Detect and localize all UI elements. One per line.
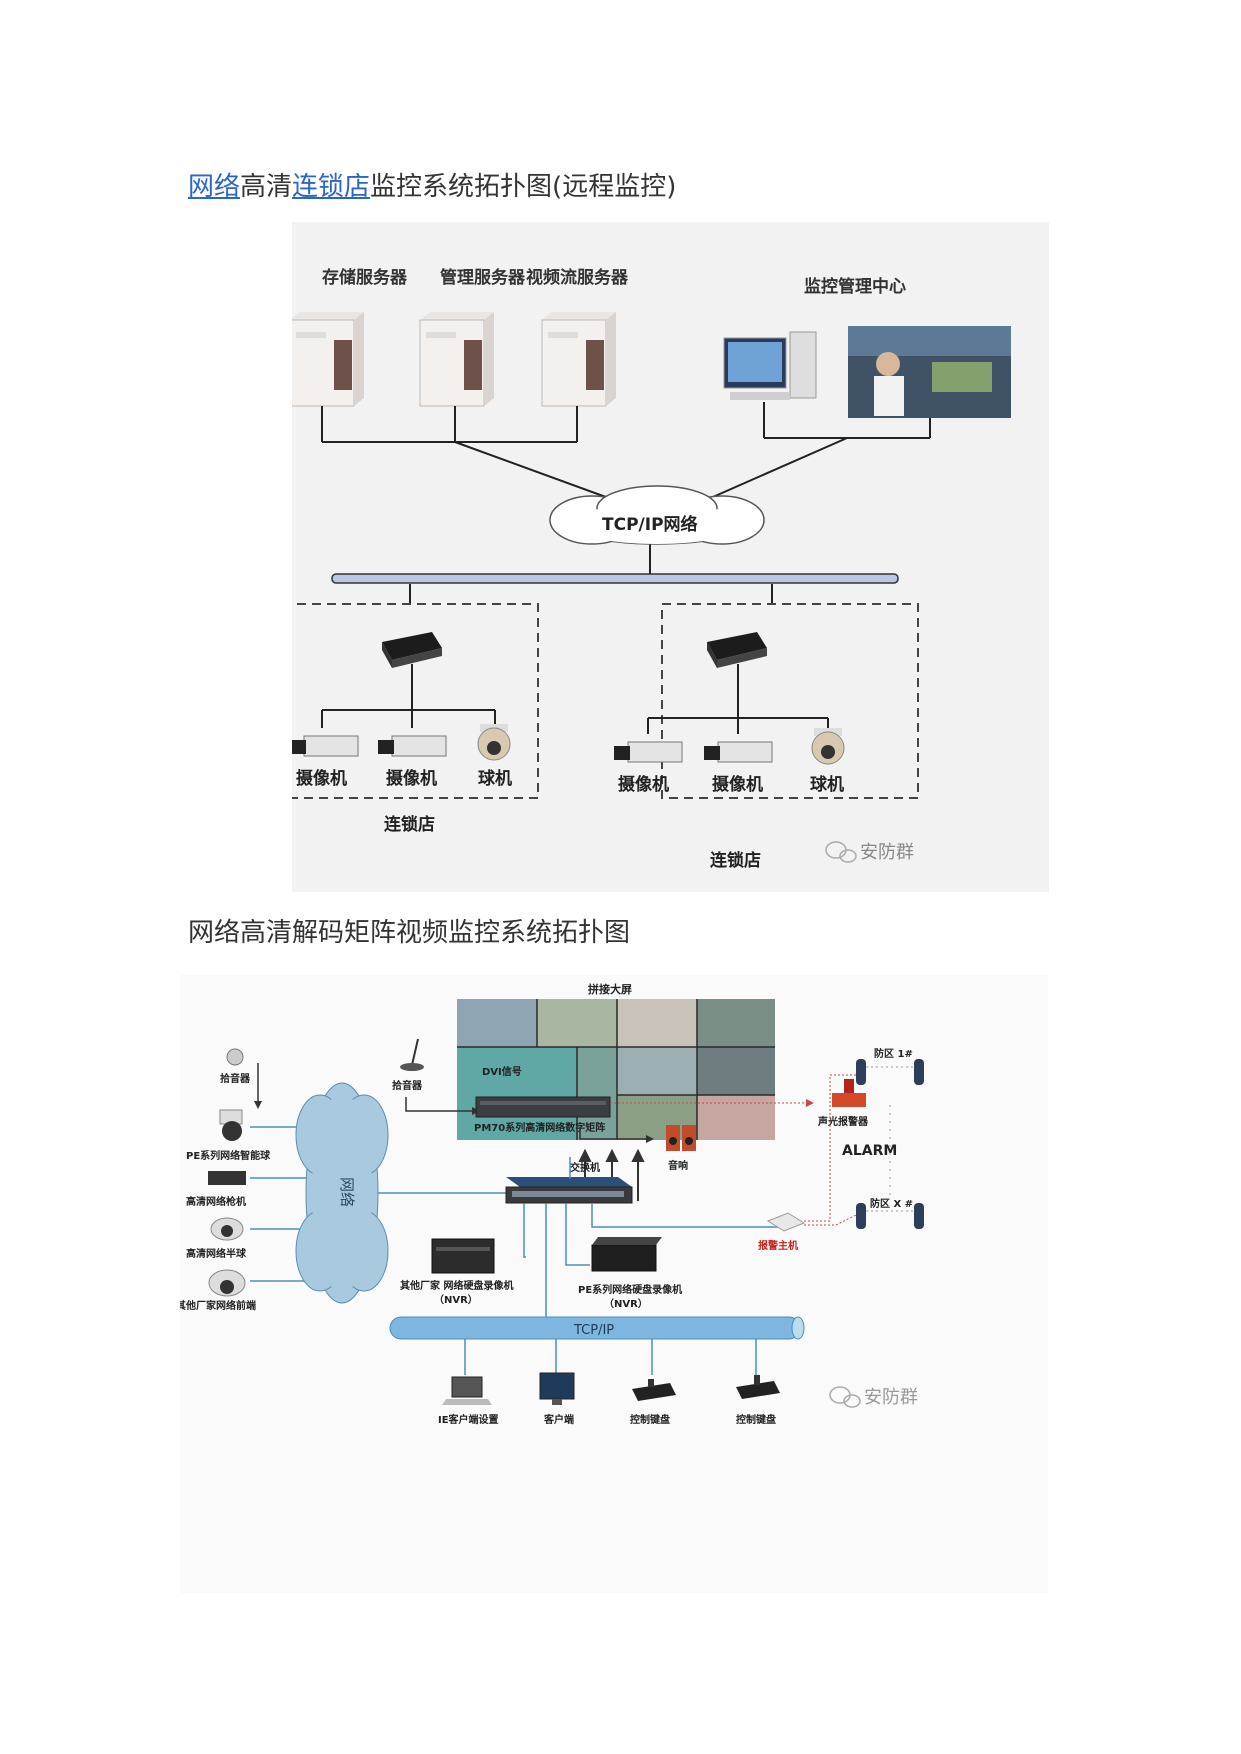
link-chain-store[interactable]: 连锁店 (292, 172, 371, 202)
server-label-storage: 存储服务器 (322, 267, 408, 288)
store-label: 连锁店 (710, 850, 761, 871)
network-label: TCP/IP网络 (602, 514, 698, 535)
computer-icon (723, 331, 817, 400)
network-links (464, 1339, 757, 1375)
client-label: 客户端 (543, 1413, 574, 1426)
zone-label: 防区 X # (870, 1197, 913, 1210)
alarm-host-icon (766, 1212, 806, 1232)
camera-icon (614, 741, 683, 763)
cloud-label: 网络 (338, 1177, 356, 1207)
watermark: 安防群 (864, 1387, 918, 1408)
server-icon (292, 312, 364, 407)
matrix-device-icon (475, 1096, 611, 1118)
alarm-label: ALARM (842, 1143, 897, 1159)
nvr-label: 其他厂家 网络硬盘录像机 (400, 1279, 513, 1292)
bus-label: TCP/IP (573, 1323, 614, 1338)
device-label: 摄像机 (296, 768, 347, 789)
client-label: 控制键盘 (736, 1413, 776, 1426)
dome-camera-icon (208, 1269, 246, 1297)
link-network[interactable]: 网络 (188, 172, 241, 202)
keyboard-icon (632, 1379, 676, 1401)
server-label-management: 管理服务器 (440, 267, 526, 288)
monitor-icon (539, 1372, 575, 1405)
store-lines (647, 664, 829, 734)
keyboard-icon (736, 1375, 780, 1399)
speaker-icon (666, 1125, 696, 1151)
laptop-icon (442, 1376, 492, 1405)
device-label: 摄像机 (618, 774, 669, 795)
ptz-camera-icon (219, 1109, 243, 1141)
nvr-icon (431, 1238, 495, 1274)
alarm-light-icon (832, 1079, 866, 1107)
device-label: 高清网络枪机 (186, 1195, 246, 1208)
nvr-label: PE系列网络硬盘录像机 (578, 1283, 682, 1296)
wechat-icon (829, 1386, 861, 1408)
wechat-icon (825, 841, 857, 863)
switch-label: 交换机 (570, 1161, 600, 1174)
connection-lines (321, 402, 931, 604)
device-label: 球机 (478, 768, 512, 789)
dome-camera-icon (811, 728, 845, 765)
dome-camera-icon (210, 1217, 244, 1241)
topology-figure-matrix: 拼接大屏 (180, 975, 1048, 1593)
store-lines (321, 664, 496, 728)
network-bus (331, 573, 899, 584)
tcpip-bus (389, 1316, 805, 1340)
network-cloud (295, 1082, 389, 1304)
dvi-label: DVI信号 (482, 1065, 522, 1078)
camera-icon (292, 735, 359, 757)
matrix-label: PM70系列高清网络数字矩阵 (474, 1121, 605, 1134)
server-icon (541, 312, 616, 407)
device-label: 摄像机 (712, 774, 763, 795)
camera-icon (704, 741, 773, 763)
microphone-icon (400, 1038, 424, 1071)
switch-icon (505, 1177, 633, 1204)
nvr-icon (591, 1237, 662, 1272)
heading-remote-monitoring: 网络高清连锁店监控系统拓扑图(远程监控) (188, 166, 676, 203)
device-label: 其他厂家网络前端 (180, 1299, 256, 1312)
client-label: 控制键盘 (630, 1413, 670, 1426)
camera-icon (378, 735, 447, 757)
encoder-icon (707, 632, 767, 668)
dome-camera-icon (477, 724, 511, 761)
store-box (661, 603, 919, 799)
alarm-light-label: 声光报警器 (817, 1115, 869, 1128)
zone-label: 防区 1# (874, 1047, 913, 1060)
device-label: 球机 (810, 774, 844, 795)
nvr-label: （NVR） (604, 1297, 648, 1310)
store-box (292, 603, 539, 799)
videowall-label: 拼接大屏 (588, 982, 632, 996)
heading-text-rest: 监控系统拓扑图(远程监控) (370, 172, 677, 202)
heading-text: 高清 (240, 172, 293, 202)
client-label: IE客户端设置 (438, 1413, 499, 1426)
mic-label: 拾音器 (392, 1079, 423, 1092)
bullet-camera-icon (208, 1171, 246, 1185)
watermark: 安防群 (860, 842, 914, 863)
server-label-stream: 视频流服务器 (526, 267, 629, 288)
detector-icon (856, 1203, 924, 1229)
speaker-label: 音响 (668, 1159, 688, 1172)
tcpip-cloud (549, 485, 765, 545)
device-label: PE系列网络智能球 (186, 1149, 271, 1162)
detector-icon (856, 1059, 924, 1085)
topology-figure-remote: 存储服务器 管理服务器 视频流服务器 监控管理中心 (292, 222, 1049, 892)
center-label: 监控管理中心 (804, 276, 906, 297)
store-label: 连锁店 (384, 814, 435, 835)
alarm-host-label: 报警主机 (758, 1239, 798, 1252)
nvr-label: （NVR） (434, 1293, 478, 1306)
server-icon (419, 312, 494, 407)
device-label: 摄像机 (386, 768, 437, 789)
microphone-icon (226, 1048, 244, 1066)
heading-decoding-matrix: 网络高清解码矩阵视频监控系统拓扑图 (188, 918, 631, 948)
encoder-icon (382, 632, 442, 668)
device-label: 高清网络半球 (186, 1247, 247, 1260)
control-room-photo (848, 326, 1011, 418)
device-label: 拾音器 (220, 1072, 251, 1085)
